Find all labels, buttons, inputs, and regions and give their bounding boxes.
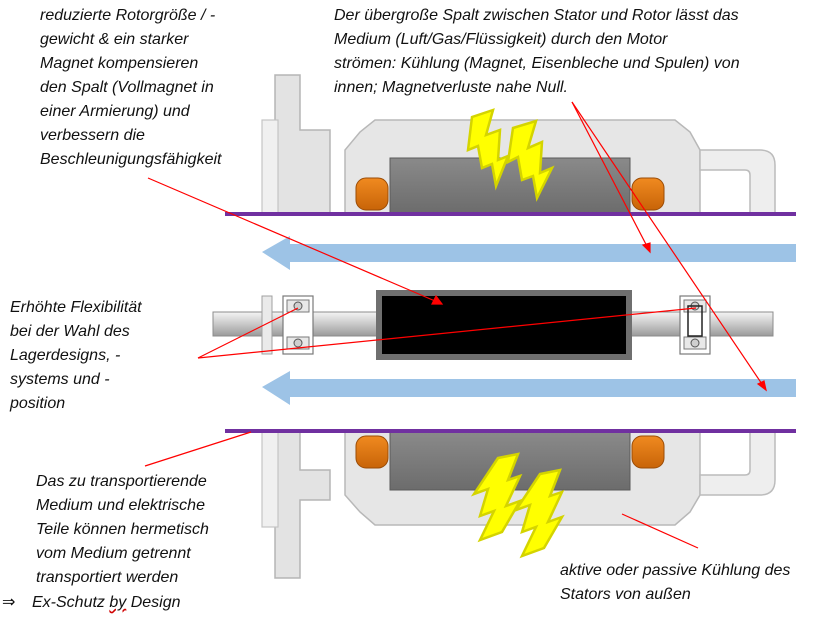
- annotation-line: vom Medium getrennt: [36, 545, 191, 562]
- annotation-cooling: aktive oder passive Kühlung des Stators …: [560, 559, 790, 607]
- leader-bearing-1: [197, 307, 299, 359]
- arrowhead: [431, 294, 444, 305]
- ex-protection-line: ⇒ Ex-Schutz by Design: [2, 590, 209, 615]
- annotation-bearing: Erhöhte Flexibilität bei der Wahl des La…: [10, 296, 142, 416]
- annotation-line: bei der Wahl des: [10, 323, 130, 340]
- annotation-line: transportiert werden: [36, 569, 179, 586]
- lightning-bolts-top: [466, 108, 555, 202]
- leader-rotor: [147, 177, 443, 305]
- lightning-icon: [470, 452, 523, 543]
- rotor-magnet: [382, 296, 626, 354]
- annotation-line: strömen: Kühlung (Magnet, Eisenbleche un…: [334, 55, 740, 72]
- stator-bottom: [344, 431, 776, 526]
- lightning-icon: [512, 468, 565, 559]
- coil-top-left: [355, 177, 389, 211]
- ex-text: Ex-Schutz: [32, 594, 110, 611]
- stator-bottom-housing-rear: [699, 431, 776, 496]
- annotation-line: position: [10, 395, 66, 412]
- annotation-line: aktive oder passive Kühlung des: [560, 562, 791, 579]
- annotation-line: Magnet kompensieren: [40, 55, 199, 72]
- bearing-left: [261, 295, 314, 355]
- annotation-line: gewicht & ein starker: [40, 31, 189, 48]
- leader-gap-1: [571, 101, 651, 253]
- leader-gap-2: [571, 101, 767, 391]
- annotation-line: den Spalt (Vollmagnet in: [40, 79, 214, 96]
- housing-left-inner-ring: [261, 119, 279, 528]
- leader-bearing-2: [197, 307, 697, 359]
- annotation-hermetic: Das zu transportierende Medium und elekt…: [2, 470, 209, 615]
- lightning-bolts-bottom: [470, 452, 565, 559]
- annotation-line: verbessern die: [40, 127, 145, 144]
- bearing-right: [679, 295, 711, 355]
- implies-arrow-icon: ⇒: [2, 592, 16, 611]
- annotation-line: einer Armierung) und: [40, 103, 190, 120]
- lightning-icon: [506, 119, 555, 202]
- annotation-gap: Der übergroße Spalt zwischen Stator und …: [334, 4, 740, 100]
- ex-text-underlined: by: [109, 594, 127, 611]
- leader-hermetic: [144, 431, 252, 467]
- lightning-icon: [466, 108, 511, 191]
- arrowhead: [756, 380, 767, 392]
- stator-top-housing-rear: [699, 149, 776, 214]
- annotation-line: Erhöhte Flexibilität: [10, 299, 142, 316]
- annotation-line: Teile können hermetisch: [36, 521, 209, 538]
- annotation-line: Das zu transportierende: [36, 473, 207, 490]
- annotation-line: Beschleunigungsfähigkeit: [40, 151, 222, 168]
- coil-bottom-right: [631, 435, 665, 469]
- annotation-rotor-size: reduzierte Rotorgröße / - gewicht & ein …: [40, 4, 221, 172]
- annotation-line: Der übergroße Spalt zwischen Stator und …: [334, 7, 739, 24]
- arrowhead: [641, 242, 651, 254]
- annotation-line: systems und -: [10, 371, 110, 388]
- stator-top-core: [389, 157, 631, 214]
- annotation-line: Stators von außen: [560, 586, 691, 603]
- annotation-line: Lagerdesigns, -: [10, 347, 121, 364]
- annotation-lines: [144, 101, 767, 549]
- stator-top: [344, 119, 776, 214]
- annotation-line: reduzierte Rotorgröße / -: [40, 7, 216, 24]
- flow-arrow-bottom: [262, 371, 796, 405]
- leader-cooling: [621, 513, 699, 549]
- coil-bottom-left: [355, 435, 389, 469]
- ex-text: Design: [126, 594, 181, 611]
- coil-top-right: [631, 177, 665, 211]
- flow-arrow-top: [262, 236, 796, 270]
- annotation-line: innen; Magnetverluste nahe Null.: [334, 79, 568, 96]
- annotation-line: Medium (Luft/Gas/Flüssigkeit) durch den …: [334, 31, 668, 48]
- annotation-line: Medium und elektrische: [36, 497, 205, 514]
